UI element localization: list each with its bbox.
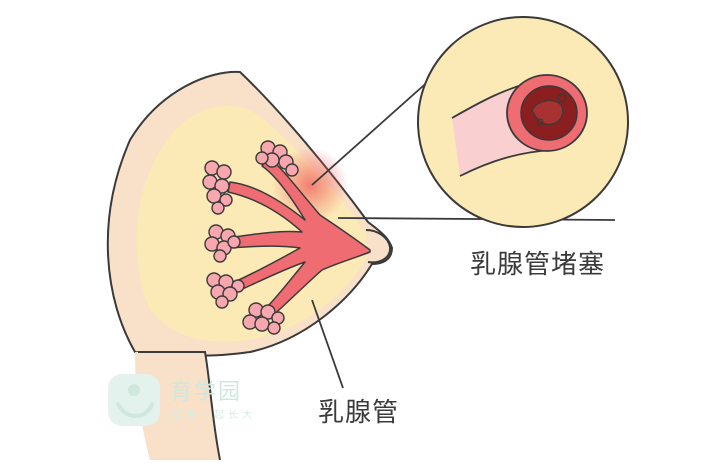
label-milk-duct: 乳腺管 — [318, 398, 400, 428]
callout-line-top — [311, 77, 433, 186]
lobules — [202, 140, 299, 335]
watermark-name: 育学园 — [170, 380, 243, 405]
nipple — [365, 229, 392, 264]
fat-tissue — [136, 105, 370, 342]
torso-outline — [138, 351, 221, 461]
blockage-bubble — [536, 118, 544, 126]
label-duct-blockage: 乳腺管堵塞 — [470, 250, 606, 280]
watermark-slogan: 陪你一起长大 — [172, 410, 256, 421]
watermark-logo — [108, 374, 160, 426]
blockage-bubble — [557, 93, 567, 103]
duct-pointer-line — [311, 299, 344, 389]
callout-line-bottom — [337, 217, 616, 221]
